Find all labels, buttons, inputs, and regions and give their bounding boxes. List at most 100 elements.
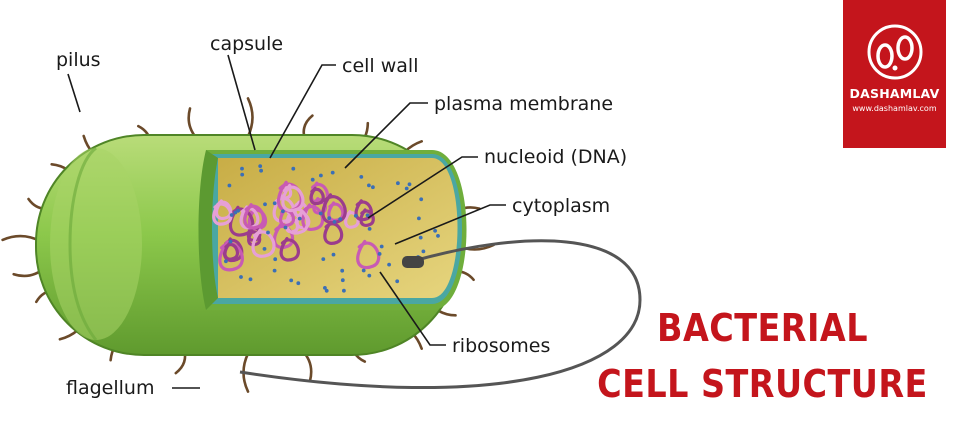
ribosome-dot — [379, 244, 384, 249]
dna-strand — [247, 229, 262, 247]
leader-cell-wall — [269, 64, 336, 159]
logo-mark-icon — [867, 24, 922, 80]
ribosome-dot — [240, 172, 245, 177]
logo-name: DASHAMLAV — [849, 86, 940, 101]
ribosomes-dots — [224, 164, 440, 293]
ribosome-dot — [228, 239, 233, 244]
ribosome-dot — [365, 213, 370, 218]
ribosome-dot — [340, 268, 345, 273]
ribosome-dot — [239, 275, 243, 279]
ribosome-dot — [310, 177, 315, 182]
cell-body — [35, 134, 467, 356]
ribosome-dot — [342, 288, 346, 293]
ribosome-dot — [283, 225, 288, 230]
leader-plasma-membrane — [344, 102, 428, 169]
dna-strand — [243, 203, 265, 230]
ribosome-dot — [361, 268, 366, 273]
page-title: BACTERIAL CELL STRUCTURE — [560, 300, 965, 412]
ribosome-dot — [407, 182, 412, 187]
ribosome-dot — [233, 210, 238, 215]
dna-strand — [321, 193, 347, 225]
dna-strand — [223, 241, 240, 261]
dna-strand — [251, 228, 276, 258]
ribosome-dot — [259, 168, 263, 173]
cut-edge-shadow — [198, 150, 218, 310]
ribosome-dot — [421, 249, 426, 254]
capsule-end-rim — [68, 146, 98, 341]
ribosome-dot — [236, 208, 241, 213]
dna-strand — [309, 186, 325, 206]
ribosome-dot — [404, 186, 409, 191]
ribosome-dot — [272, 268, 277, 273]
ribosome-dot — [371, 185, 375, 190]
label-nucleoid: nucleoid (DNA) — [484, 146, 627, 168]
dna-strand — [279, 236, 300, 262]
ribosome-dot — [359, 175, 364, 179]
ribosome-dot — [367, 273, 372, 278]
ribosome-dot — [417, 216, 421, 221]
ribosome-dot — [377, 252, 382, 256]
ribosome-dot — [330, 170, 335, 175]
dna-strand — [212, 201, 233, 226]
ribosome-dot — [258, 164, 263, 169]
ribosome-dot — [332, 220, 337, 224]
dna-strand — [323, 220, 344, 245]
dna-strand — [356, 239, 381, 270]
ribosome-dot — [319, 173, 323, 178]
leader-capsule — [227, 54, 256, 151]
nucleoid-dna — [212, 180, 381, 272]
dna-strand — [301, 203, 325, 231]
ribosome-dot — [266, 230, 270, 235]
ribosome-dot — [324, 288, 329, 293]
label-flagellum: flagellum — [66, 377, 154, 399]
title-line-1: BACTERIAL — [657, 306, 868, 350]
ribosome-dot — [340, 278, 345, 283]
dna-strand — [214, 199, 233, 221]
ribosome-dot — [419, 197, 424, 202]
label-ribosomes: ribosomes — [452, 335, 550, 357]
ribosome-dot — [229, 213, 234, 217]
ribosome-dot — [338, 217, 343, 222]
label-cytoplasm: cytoplasm — [512, 195, 610, 217]
title-line-2: CELL STRUCTURE — [597, 362, 928, 406]
ribosome-dot — [248, 277, 253, 282]
dna-strand — [281, 183, 305, 212]
ribosome-dot — [331, 252, 336, 257]
ribosome-dot — [395, 279, 400, 284]
flagellum-hook — [402, 256, 424, 268]
ribosome-dot — [436, 234, 440, 238]
dna-strand — [344, 210, 360, 229]
ribosome-dot — [418, 235, 423, 240]
ribosome-dot — [262, 247, 267, 251]
label-plasma-membrane: plasma membrane — [434, 93, 613, 115]
ribosome-dot — [272, 201, 277, 206]
pilus-hair — [1, 234, 42, 243]
leader-ribosomes — [379, 271, 446, 346]
ribosome-dot — [263, 202, 267, 207]
label-pilus: pilus — [56, 49, 101, 71]
flagellum-shape — [239, 239, 642, 390]
logo-url: www.dashamlav.com — [852, 104, 937, 113]
ribosome-dot — [289, 278, 294, 283]
ribosome-dot — [297, 216, 302, 221]
ribosome-dot — [318, 211, 323, 216]
ribosome-dot — [296, 281, 301, 286]
brand-logo: DASHAMLAV www.dashamlav.com — [843, 0, 946, 148]
ribosome-dot — [281, 209, 285, 214]
ribosome-dot — [367, 183, 371, 188]
ribosome-dot — [227, 183, 232, 188]
label-capsule: capsule — [210, 33, 283, 55]
ribosome-dot — [396, 181, 400, 186]
ribosome-dot — [367, 227, 372, 231]
ribosome-dot — [323, 286, 327, 290]
ribosome-dot — [433, 228, 437, 233]
leader-cytoplasm — [394, 204, 506, 245]
label-cell-wall: cell wall — [342, 55, 418, 77]
ribosome-dot — [224, 259, 228, 264]
ribosome-dot — [240, 166, 244, 171]
ribosome-dot — [387, 262, 391, 267]
ribosome-dot — [321, 257, 326, 261]
ribosome-dot — [353, 213, 358, 218]
